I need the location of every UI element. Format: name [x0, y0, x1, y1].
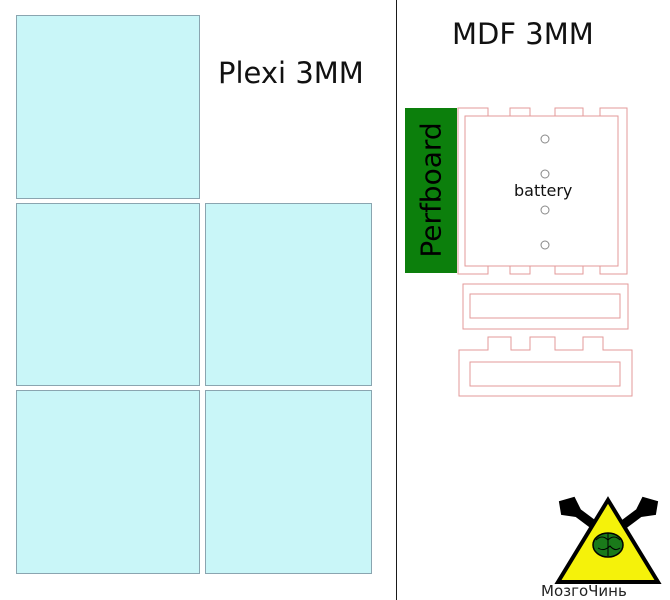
mdf-label: MDF 3MM — [452, 17, 594, 51]
mdf-strip-top-cut — [462, 283, 629, 330]
battery-inner-cut — [464, 115, 619, 267]
perfboard-block: Perfboard — [405, 108, 457, 273]
battery-hole — [540, 134, 550, 144]
brain-icon — [592, 532, 624, 558]
mdf-strip-bottom-cut — [458, 336, 633, 397]
battery-box-cut — [457, 107, 628, 275]
plexi-panel-bottom-left — [16, 390, 200, 574]
plexi-panel-mid-left — [16, 203, 200, 386]
battery-hole — [540, 169, 550, 179]
logo-text: MозгоЧинь — [541, 582, 627, 600]
mdf-strip-bottom-slot — [469, 361, 621, 387]
plexi-panel-top — [16, 15, 200, 199]
mdf-sheet — [397, 0, 670, 600]
wrench-left-icon — [558, 496, 598, 530]
plexi-label: Plexi 3MM — [218, 56, 364, 90]
battery-label: battery — [514, 181, 573, 200]
battery-hole — [540, 240, 550, 250]
plexi-panel-bottom-right — [205, 390, 372, 574]
wrench-right-icon — [619, 496, 659, 530]
battery-hole — [540, 205, 550, 215]
mdf-strip-top-slot — [469, 293, 621, 319]
plexi-panel-mid-right — [205, 203, 372, 386]
